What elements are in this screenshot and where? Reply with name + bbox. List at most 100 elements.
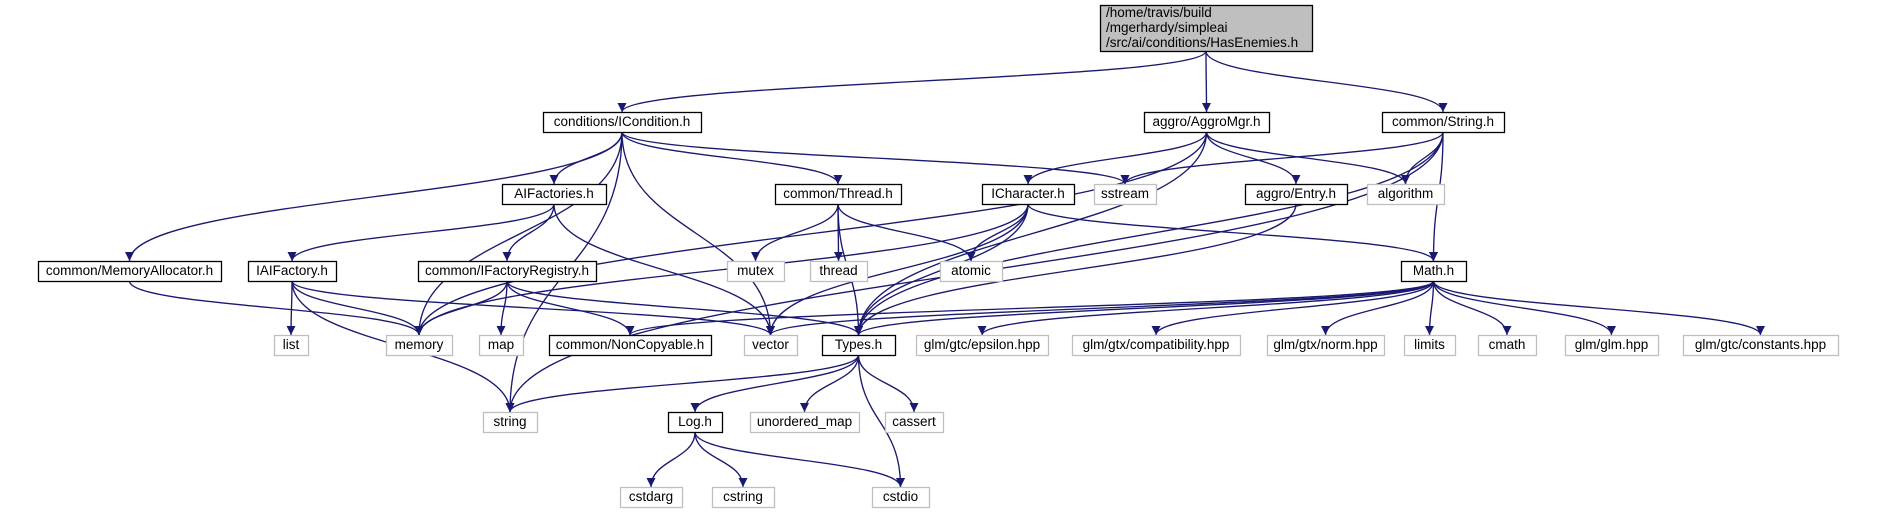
node-label-root: /mgerhardy/simpleai xyxy=(1106,20,1228,35)
node-label-mutex: mutex xyxy=(737,263,774,278)
node-label-glmhpp: glm/glm.hpp xyxy=(1575,337,1649,352)
node-aifactories[interactable]: AIFactories.h xyxy=(501,183,608,206)
node-box-types_h xyxy=(821,334,897,357)
node-cassert: cassert xyxy=(884,411,945,434)
node-box-thread_h xyxy=(774,183,903,206)
node-types_h[interactable]: Types.h xyxy=(821,334,897,357)
edge-icondition-to-thread_h xyxy=(621,131,843,185)
node-box-entry_h xyxy=(1244,183,1349,206)
node-box-log_h xyxy=(667,411,724,434)
edge-log_h-to-cstring xyxy=(694,431,748,488)
node-box-memalloc xyxy=(37,260,223,283)
edge-math_h-to-noncopyable xyxy=(625,280,1435,336)
edge-math_h-to-vector xyxy=(766,280,1435,336)
node-box-cstring xyxy=(711,486,776,509)
node-icondition[interactable]: conditions/ICondition.h xyxy=(542,111,703,134)
node-root[interactable]: /home/travis/build/mgerhardy/simpleai/sr… xyxy=(1099,4,1314,53)
node-label-vector: vector xyxy=(752,337,789,352)
node-label-math_h: Math.h xyxy=(1413,263,1454,278)
node-box-iaifactory xyxy=(247,260,338,283)
edge-math_h-to-compat xyxy=(1151,280,1435,336)
edge-string_h-to-types_h xyxy=(854,131,1444,336)
edge-types_h-to-string xyxy=(505,354,860,413)
node-box-icharacter xyxy=(981,183,1076,206)
node-box-icondition xyxy=(542,111,703,134)
edge-icharacter-to-math_h xyxy=(1027,203,1438,262)
node-cmath: cmath xyxy=(1477,334,1538,357)
node-cstring: cstring xyxy=(711,486,776,509)
node-box-atomic xyxy=(939,260,1004,283)
node-thread_h[interactable]: common/Thread.h xyxy=(774,183,903,206)
edge-icondition-to-memory xyxy=(414,131,623,336)
node-box-thread xyxy=(809,260,869,283)
node-constants: glm/gtc/constants.hpp xyxy=(1682,334,1840,357)
edge-string_h-to-algorithm xyxy=(1401,131,1444,185)
node-label-string_h: common/String.h xyxy=(1392,114,1494,129)
edge-ifactoryreg-to-memory xyxy=(414,280,508,336)
node-vector: vector xyxy=(743,334,799,357)
edge-math_h-to-norm xyxy=(1321,280,1435,336)
node-label-entry_h: aggro/Entry.h xyxy=(1256,186,1336,201)
node-box-limits xyxy=(1403,334,1457,357)
edge-types_h-to-log_h xyxy=(690,354,860,413)
node-label-root: /home/travis/build xyxy=(1106,5,1212,20)
node-label-memalloc: common/MemoryAllocator.h xyxy=(46,263,213,278)
edge-log_h-to-cstdio xyxy=(694,431,905,488)
node-icharacter[interactable]: ICharacter.h xyxy=(981,183,1076,206)
node-string: string xyxy=(482,411,539,434)
node-box-map xyxy=(478,334,525,357)
node-string_h[interactable]: common/String.h xyxy=(1381,111,1506,134)
node-label-icharacter: ICharacter.h xyxy=(991,186,1065,201)
node-atomic: atomic xyxy=(939,260,1004,283)
edge-aggromgr-to-entry_h xyxy=(1205,131,1301,185)
node-label-list: list xyxy=(283,337,300,352)
node-label-noncopyable: common/NonCopyable.h xyxy=(556,337,705,352)
edge-math_h-to-epsilon xyxy=(977,280,1435,336)
node-box-string xyxy=(482,411,539,434)
node-limits: limits xyxy=(1403,334,1457,357)
node-noncopyable[interactable]: common/NonCopyable.h xyxy=(548,334,713,357)
edge-aifactories-to-ifactoryreg xyxy=(502,203,555,262)
node-label-cstring: cstring xyxy=(723,489,763,504)
node-entry_h[interactable]: aggro/Entry.h xyxy=(1244,183,1349,206)
node-box-norm xyxy=(1266,334,1386,357)
edge-iaifactory-to-vector xyxy=(291,280,775,336)
node-map: map xyxy=(478,334,525,357)
node-iaifactory[interactable]: IAIFactory.h xyxy=(247,260,338,283)
node-box-string_h xyxy=(1381,111,1506,134)
edge-aggromgr-to-types_h xyxy=(854,131,1208,336)
node-box-aggromgr xyxy=(1143,111,1271,134)
edge-math_h-to-limits xyxy=(1425,280,1435,336)
edge-ifactoryreg-to-types_h xyxy=(506,280,863,336)
edge-math_h-to-types_h xyxy=(854,280,1435,336)
node-norm: glm/gtx/norm.hpp xyxy=(1266,334,1386,357)
node-box-constants xyxy=(1682,334,1840,357)
node-cstdio: cstdio xyxy=(871,486,931,509)
edge-math_h-to-glmhpp xyxy=(1432,280,1616,336)
edge-string_h-to-sstream xyxy=(1120,131,1444,185)
edge-icondition-to-memalloc xyxy=(125,131,623,262)
node-ifactoryreg[interactable]: common/IFactoryRegistry.h xyxy=(417,260,598,283)
node-label-thread_h: common/Thread.h xyxy=(783,186,893,201)
node-box-memory xyxy=(385,334,454,357)
node-thread: thread xyxy=(809,260,869,283)
node-log_h[interactable]: Log.h xyxy=(667,411,724,434)
edge-icondition-to-sstream xyxy=(621,131,1130,185)
edge-root-to-icondition xyxy=(617,50,1207,113)
node-memalloc[interactable]: common/MemoryAllocator.h xyxy=(37,260,223,283)
node-cstdarg: cstdarg xyxy=(619,486,684,509)
node-aggromgr[interactable]: aggro/AggroMgr.h xyxy=(1143,111,1271,134)
node-label-root: /src/ai/conditions/HasEnemies.h xyxy=(1106,35,1298,50)
node-box-epsilon xyxy=(915,334,1050,357)
node-glmhpp: glm/glm.hpp xyxy=(1564,334,1660,357)
edge-icharacter-to-vector xyxy=(766,203,1029,336)
node-label-unordered_map: unordered_map xyxy=(757,414,852,429)
edge-ifactoryreg-to-noncopyable xyxy=(506,280,635,336)
node-box-cstdarg xyxy=(619,486,684,509)
node-label-algorithm: algorithm xyxy=(1378,186,1434,201)
node-box-aifactories xyxy=(501,183,608,206)
node-box-cmath xyxy=(1477,334,1538,357)
node-box-cassert xyxy=(884,411,945,434)
node-math_h[interactable]: Math.h xyxy=(1400,260,1468,283)
node-box-vector xyxy=(743,334,799,357)
